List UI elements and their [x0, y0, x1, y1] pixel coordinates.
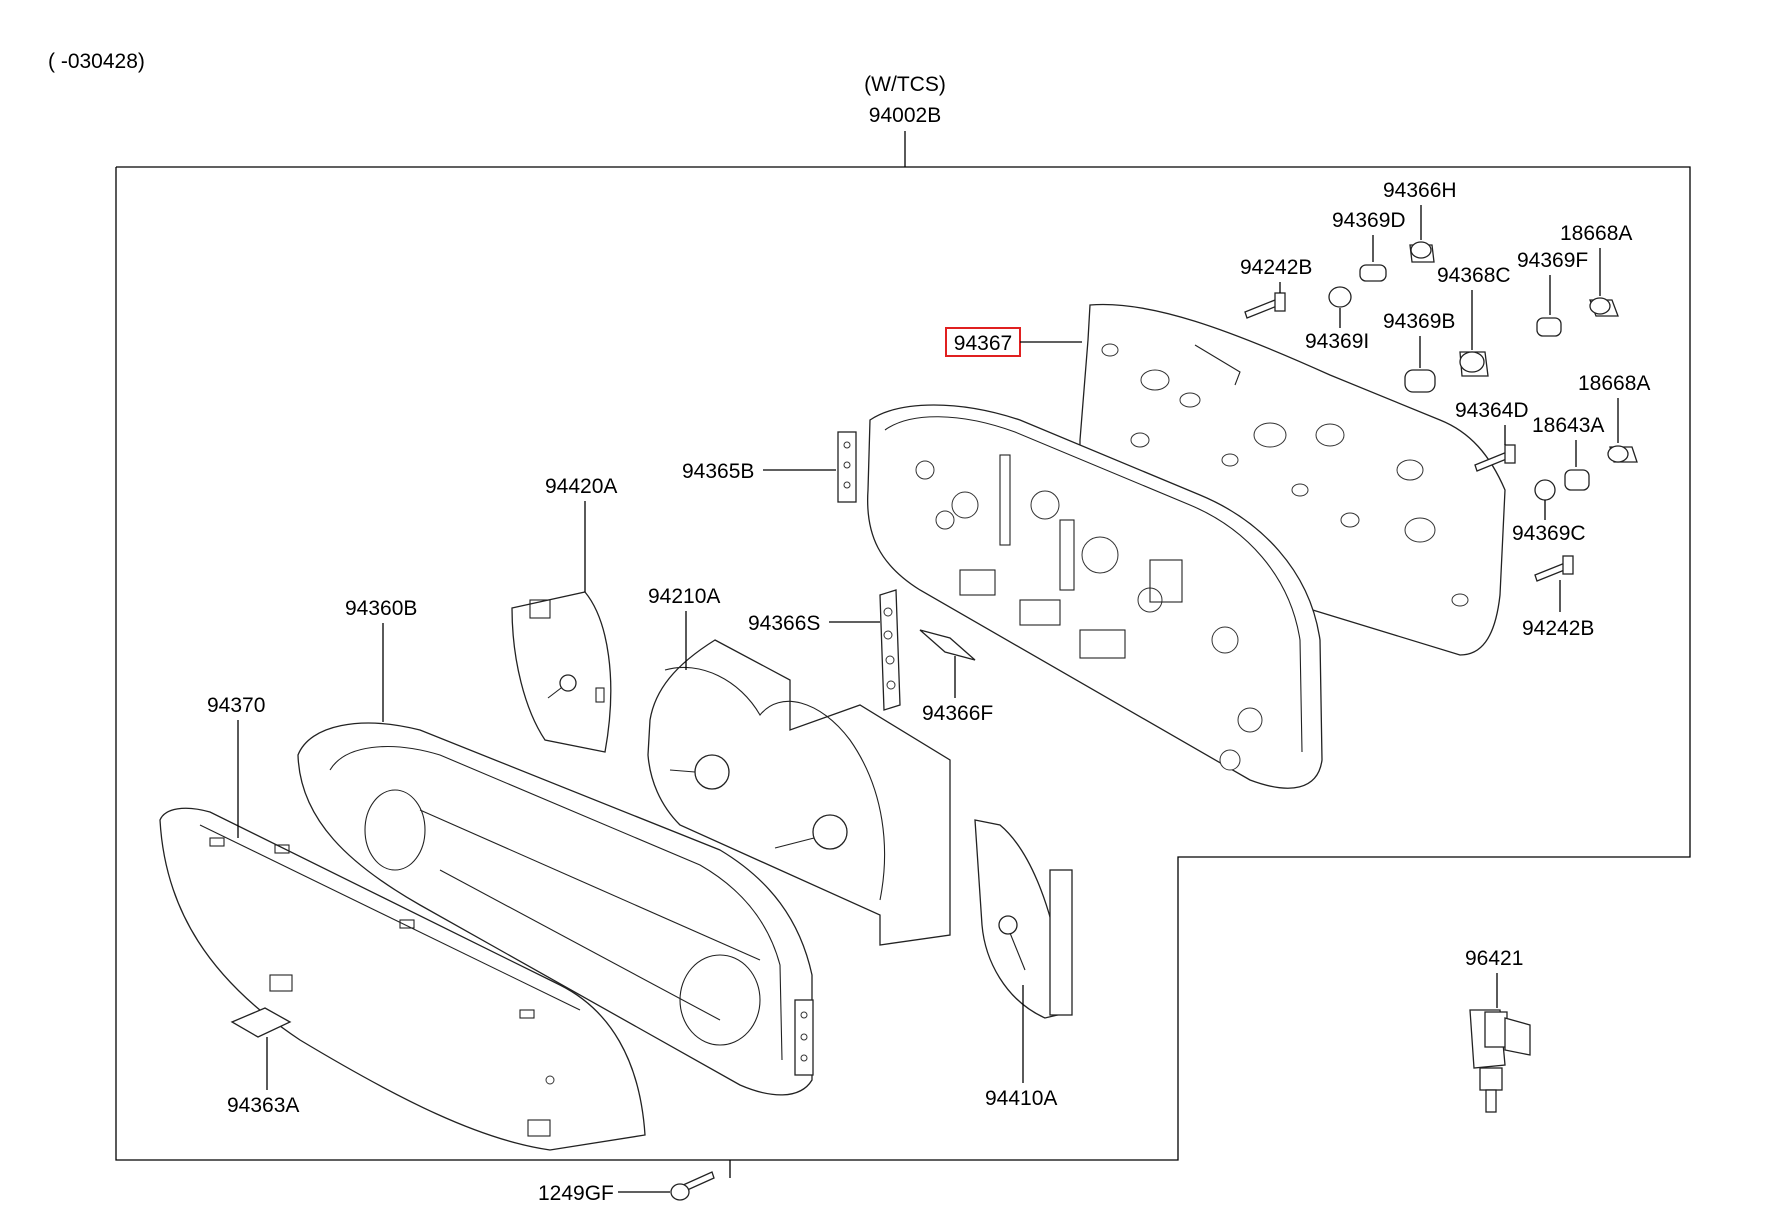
- label-94368C[interactable]: 94368C: [1437, 264, 1511, 287]
- label-94369F[interactable]: 94369F: [1517, 249, 1588, 272]
- label-94366S[interactable]: 94366S: [748, 612, 820, 635]
- bulb-94369I[interactable]: [1328, 286, 1352, 308]
- label-94370[interactable]: 94370: [207, 694, 265, 717]
- screw-94364D[interactable]: [1474, 444, 1516, 472]
- screw-94242B-bottom[interactable]: [1534, 555, 1574, 582]
- label-94420A[interactable]: 94420A: [545, 475, 617, 498]
- label-94363A[interactable]: 94363A: [227, 1094, 299, 1117]
- label-94369B[interactable]: 94369B: [1383, 310, 1455, 333]
- label-96421[interactable]: 96421: [1465, 947, 1523, 970]
- sensor-96421[interactable]: [1469, 1009, 1531, 1113]
- dial-plate-94210A[interactable]: [647, 639, 951, 946]
- screw-1249GF[interactable]: [670, 1171, 715, 1201]
- assembly-boundary: [115, 166, 1691, 1161]
- label-94369I[interactable]: 94369I: [1305, 330, 1369, 353]
- label-94366H[interactable]: 94366H: [1383, 179, 1457, 202]
- socket-18668A-mid[interactable]: [1607, 445, 1638, 463]
- label-18668A-mid[interactable]: 18668A: [1578, 372, 1650, 395]
- gauge-94410A[interactable]: [974, 819, 1073, 1019]
- pad-94363A[interactable]: [230, 1007, 292, 1038]
- gauge-94420A[interactable]: [511, 591, 612, 753]
- assembly-number-label[interactable]: 94002B: [869, 104, 941, 127]
- date-range-label: ( -030428): [48, 50, 145, 73]
- lens-94370[interactable]: [159, 807, 646, 1151]
- socket-94368C[interactable]: [1459, 351, 1489, 377]
- circuit-board-94367[interactable]: [1078, 303, 1506, 656]
- bulb-94369B[interactable]: [1404, 369, 1436, 393]
- label-18643A[interactable]: 18643A: [1532, 414, 1604, 437]
- variant-label: (W/TCS): [864, 73, 946, 96]
- label-94242B-bottom[interactable]: 94242B: [1522, 617, 1594, 640]
- screw-94242B-top[interactable]: [1244, 292, 1286, 319]
- label-94242B-top[interactable]: 94242B: [1240, 256, 1312, 279]
- bulb-94369F[interactable]: [1536, 317, 1562, 337]
- label-1249GF[interactable]: 1249GF: [538, 1182, 614, 1205]
- label-94410A[interactable]: 94410A: [985, 1087, 1057, 1110]
- label-94369C[interactable]: 94369C: [1512, 522, 1586, 545]
- cluster-case-94365B[interactable]: [837, 404, 1323, 789]
- bracket-94366F[interactable]: [919, 629, 976, 661]
- connector-94366S[interactable]: [879, 589, 901, 711]
- label-94210A[interactable]: 94210A: [648, 585, 720, 608]
- label-94367[interactable]: 94367: [954, 332, 1012, 355]
- label-94369D[interactable]: 94369D: [1332, 209, 1406, 232]
- label-18668A-top[interactable]: 18668A: [1560, 222, 1632, 245]
- socket-94366H[interactable]: [1409, 241, 1435, 263]
- bulb-94369D[interactable]: [1359, 264, 1387, 282]
- label-94366F[interactable]: 94366F: [922, 702, 993, 725]
- label-94360B[interactable]: 94360B: [345, 597, 417, 620]
- bulb-18643A[interactable]: [1564, 469, 1590, 491]
- housing-94360B[interactable]: [297, 722, 814, 1096]
- label-94364D[interactable]: 94364D: [1455, 399, 1529, 422]
- socket-18668A-top[interactable]: [1589, 297, 1619, 317]
- label-94365B[interactable]: 94365B: [682, 460, 754, 483]
- bulb-94369C[interactable]: [1534, 479, 1556, 501]
